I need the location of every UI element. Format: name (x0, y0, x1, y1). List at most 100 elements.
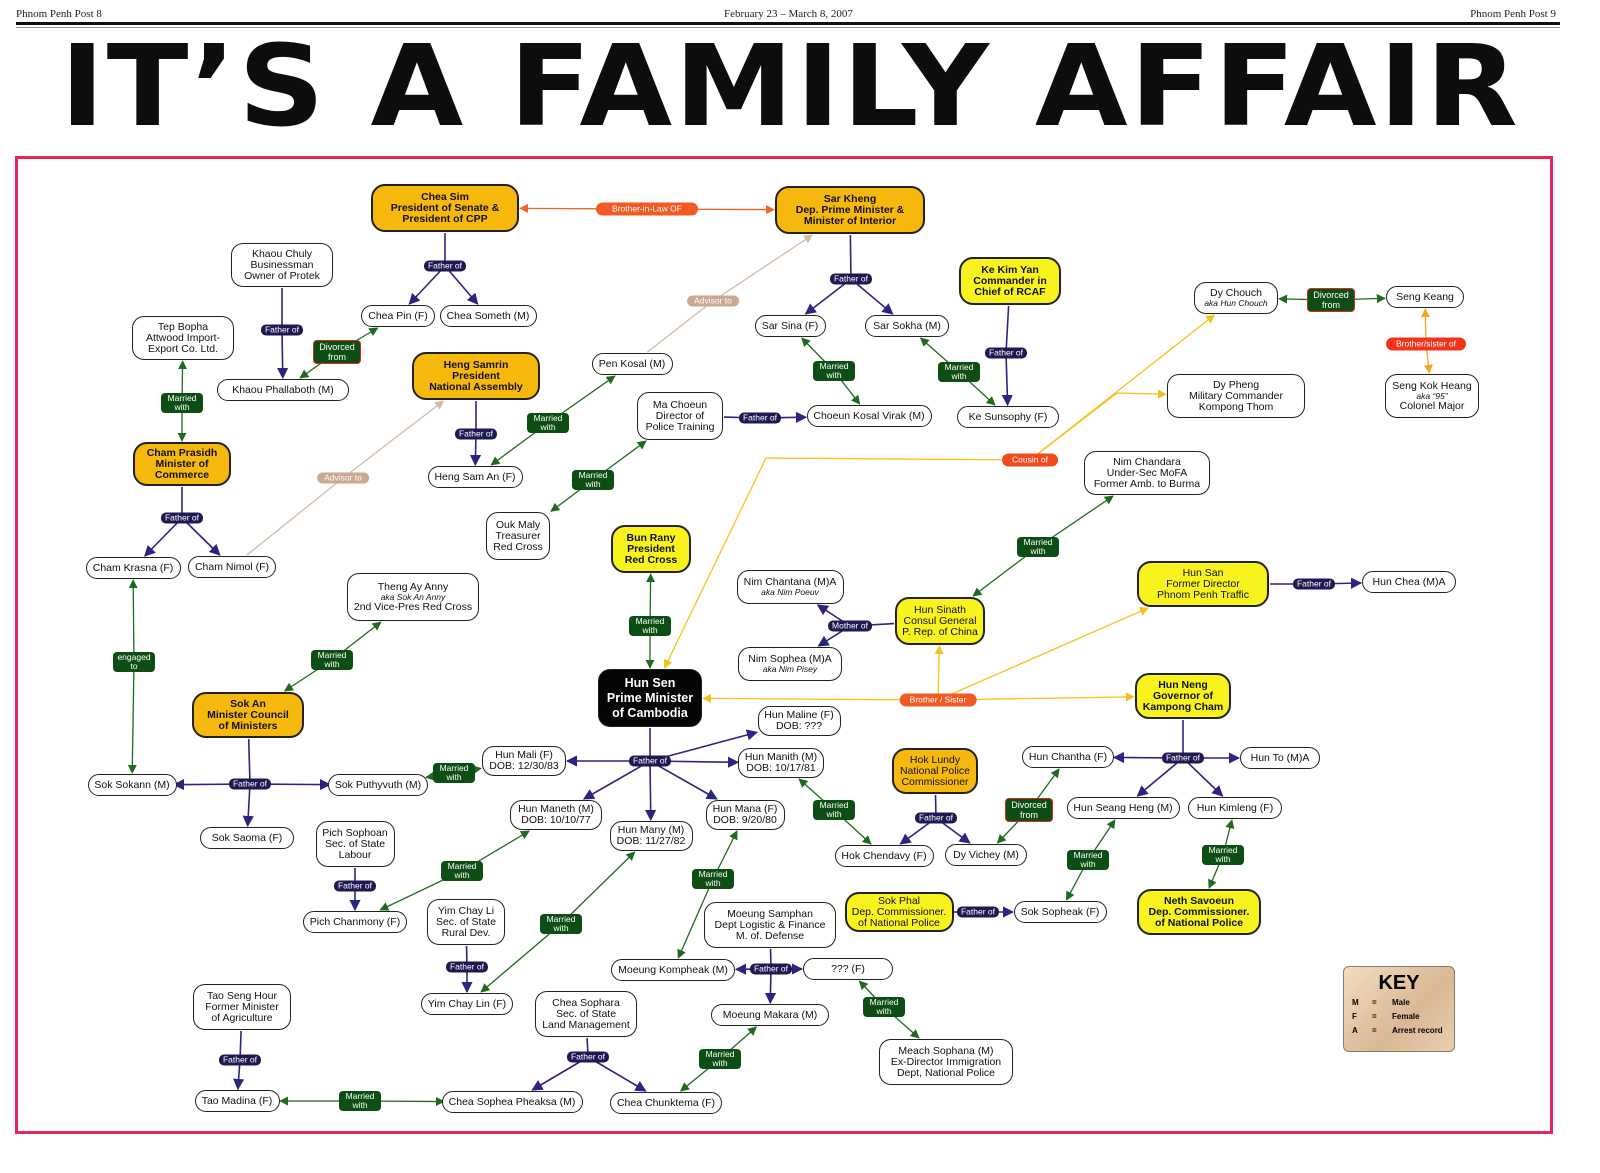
person-node-line: President of Senate & (390, 201, 500, 214)
relation-label-father: Father of (566, 1051, 610, 1063)
person-node-line: of Cambodia (612, 705, 688, 720)
person-node-line: Labour (338, 848, 372, 861)
person-node: Seng Keang (1386, 286, 1464, 308)
edge-father (582, 760, 651, 800)
person-node: Cham Krasna (F) (85, 557, 181, 579)
relation-label-divorced: Divorced from (1005, 798, 1053, 822)
person-node: Hun Mana (F)DOB: 9/20/80 (705, 800, 785, 830)
relation-label-father: Father of (1292, 578, 1336, 590)
person-node: Hun Kimleng (F) (1188, 797, 1282, 819)
relation-label-father: Father of (218, 1054, 262, 1066)
relation-label-married: Married with (1017, 537, 1059, 557)
person-node-line: Hok Chendavy (F) (841, 849, 927, 862)
person-node-line: Dep. Commissioner. (851, 905, 947, 918)
person-node-line: Moeung Samphan (727, 907, 813, 920)
edge-engaged (127, 661, 137, 774)
person-node-line: DOB: 10/17/81 (746, 762, 816, 774)
relation-label-mother: Mother of (828, 620, 872, 632)
legend-key: KEY M=Male F=Female A=Arrest record (1343, 966, 1455, 1052)
person-node-line: Hun San (1182, 566, 1224, 579)
person-node-line: aka Sok An Anny (380, 591, 446, 602)
person-node-line: Kompong Thom (1198, 400, 1274, 413)
person-node-line: Ke Kim Yan (981, 263, 1039, 276)
person-node: Tao Madina (F) (194, 1090, 280, 1112)
relation-label-married: Married with (813, 361, 855, 381)
person-node-line: Sar Sokha (M) (873, 319, 941, 332)
person-node-line: 2nd Vice-Pres Red Cross (353, 600, 473, 613)
edge-father (181, 517, 221, 556)
person-node-line: Sok Saoma (F) (211, 831, 283, 844)
person-node: Sok Sopheak (F) (1013, 901, 1107, 923)
person-node-line: DOB: 10/10/77 (521, 814, 591, 826)
person-node-line: Ma Choeun (652, 398, 708, 411)
person-node-line: Attwood Import- (145, 331, 221, 344)
person-node-line: Chief of RCAF (974, 285, 1046, 298)
person-node: Khaou Phallaboth (M) (217, 379, 349, 401)
relation-label-married: Married with (572, 470, 614, 490)
relation-label-father: Father of (445, 961, 489, 973)
header-rule-thin (16, 27, 1560, 28)
edge-cousin (663, 457, 1031, 669)
person-node: Hun To (M)A (1240, 747, 1320, 769)
person-node-line: Sec. of State (324, 837, 386, 850)
edge-sibling (937, 607, 1150, 701)
edge-father (143, 517, 183, 557)
person-node-line: Khaou Phallaboth (M) (232, 383, 334, 396)
person-node-line: Hun Kimleng (F) (1196, 801, 1274, 814)
relation-label-married: Married with (339, 1091, 381, 1111)
key-row-arrest: A=Arrest record (1352, 1026, 1443, 1035)
person-node-line: Former Minister (205, 1000, 279, 1013)
person-node-line: Yim Chay Li (437, 904, 495, 917)
key-row-female: F=Female (1352, 1012, 1420, 1021)
person-node-line: Theng Ay Anny (377, 580, 449, 593)
person-node-line: Hun Mana (F) (712, 803, 778, 815)
relation-label-married: Married with (699, 1049, 741, 1069)
person-node-line: President of CPP (402, 212, 488, 225)
person-node-line: Seng Kok Heang (1392, 379, 1472, 392)
person-node: Hun Chantha (F) (1022, 746, 1114, 768)
person-node-line: Tep Bopha (157, 320, 209, 333)
edge-father-stem (849, 234, 852, 280)
person-node-line: aka Nim Pisey (762, 664, 818, 674)
relation-label-father: Father of (984, 347, 1028, 359)
relation-label-sibof: Brother/sister of (1386, 337, 1466, 351)
relation-label-father: Father of (160, 512, 204, 524)
diagram-frame (15, 156, 1553, 1134)
person-node-line: Dep. Commissioner. (1148, 905, 1250, 918)
person-node-line: Treasurer (495, 529, 541, 542)
person-node: Chea Chunktema (F) (610, 1092, 722, 1114)
relation-label-father: Father of (333, 880, 377, 892)
person-node-line: Red Cross (493, 540, 543, 553)
person-node-line: Former Amb. to Burma (1093, 477, 1201, 490)
relation-label-cousin: Cousin of (1002, 453, 1058, 467)
edge-father-stem (247, 738, 251, 785)
key-title: KEY (1378, 972, 1420, 994)
person-node-line: Hun Chea (M)A (1372, 575, 1446, 588)
person-node-line: Dept Logistic & Finance (714, 918, 826, 931)
edge-advisor-stem (246, 477, 344, 556)
edge-advisor-stem (647, 300, 714, 353)
person-node-line: Former Director (1166, 577, 1240, 590)
edge-father (277, 329, 289, 380)
person-node-line: Hun Maline (F) (764, 709, 834, 721)
relation-label-married: Married with (540, 914, 582, 934)
person-node-line: Sok Sokann (M) (94, 778, 170, 791)
person-node: Heng Sam An (F) (427, 466, 523, 488)
person-node-line: Hun Sinath (914, 603, 966, 616)
person-node-line: Prime Minister (606, 690, 694, 705)
page-header-date: February 23 – March 8, 2007 (724, 8, 853, 20)
edge-sibling (934, 645, 944, 701)
